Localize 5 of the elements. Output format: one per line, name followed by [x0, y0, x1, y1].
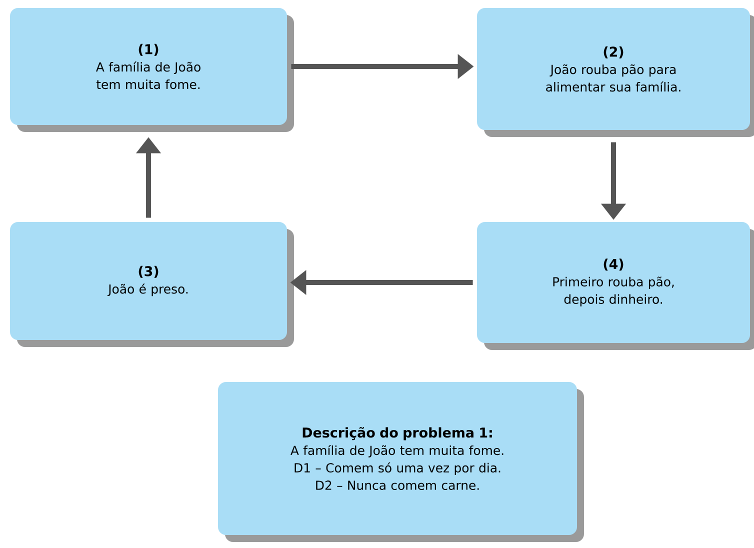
process-box: (4) Primeiro rouba pão, depois dinheiro.: [477, 222, 754, 350]
process-box: (3) João é preso.: [10, 222, 294, 347]
process-box: (2) João rouba pão para alimentar sua família.: [477, 8, 754, 137]
process-box: (1) A família de João tem muita fome.: [10, 8, 294, 132]
process-box: Descrição do problema 1: A família de João tem muita fome. D1 – Comem só uma vez por dia. D2 – Nunca comem carne.: [218, 382, 584, 542]
